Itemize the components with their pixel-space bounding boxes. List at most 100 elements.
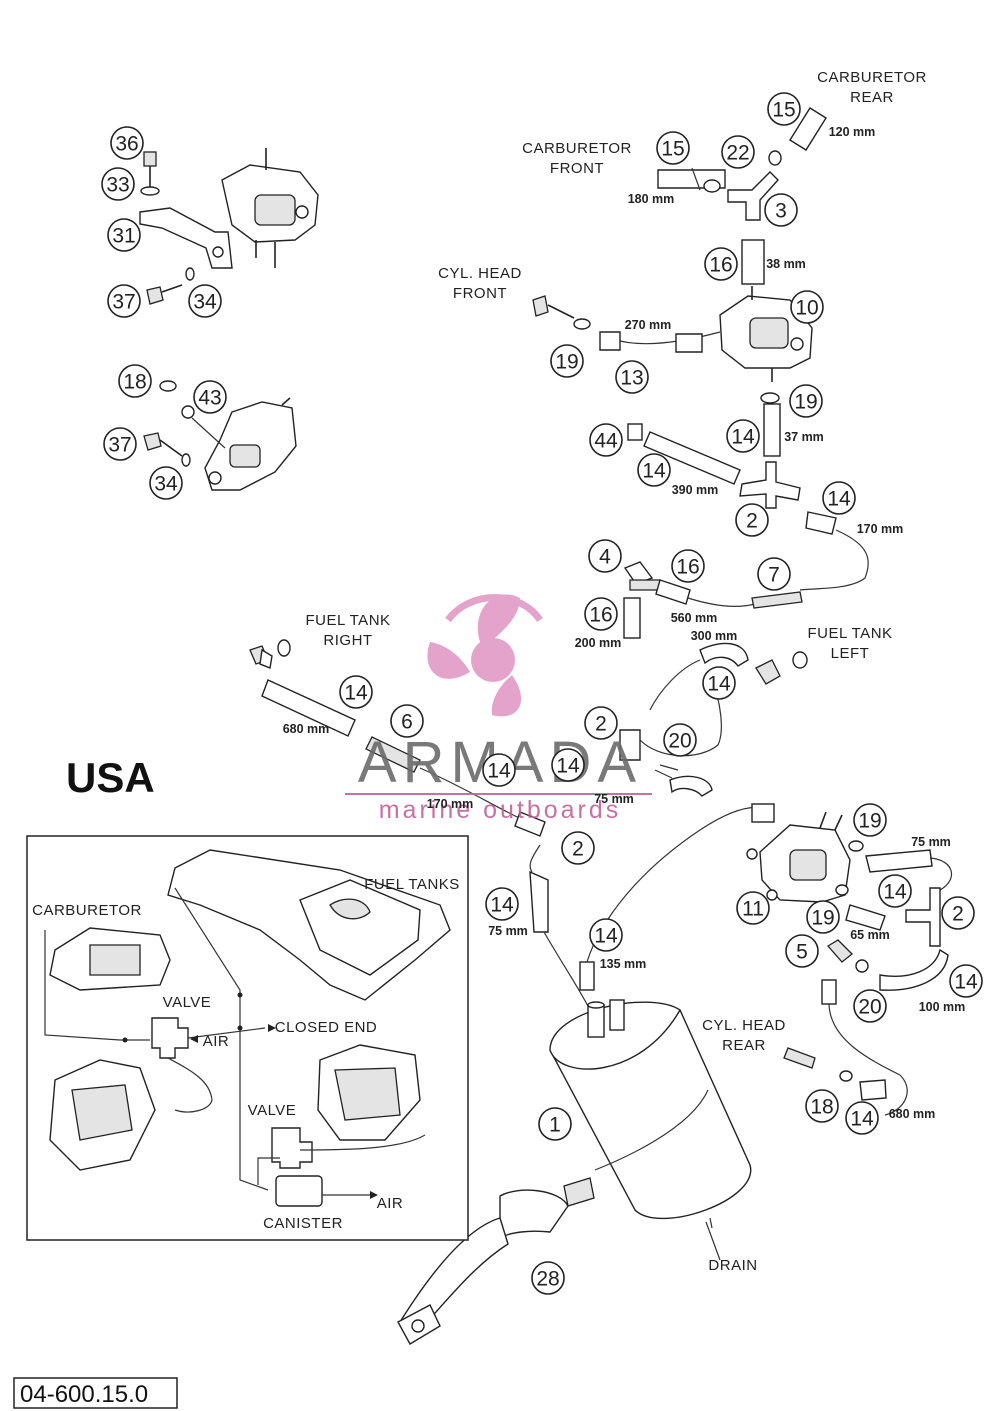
dimension-label: 180 mm	[628, 192, 675, 206]
inset-closed-end: CLOSED END	[275, 1019, 378, 1036]
svg-text:14: 14	[556, 755, 580, 778]
cyl-head-front-fitting	[532, 295, 721, 353]
svg-text:2: 2	[572, 838, 584, 861]
svg-text:44: 44	[594, 430, 618, 453]
part-callout-36: 36	[110, 126, 144, 160]
label-fuel-tank-right-2: RIGHT	[323, 632, 372, 649]
svg-text:14: 14	[707, 673, 731, 696]
part-callout-2: 2	[584, 706, 618, 740]
label-cyl-head-front-1: CYL. HEAD	[438, 265, 522, 282]
svg-text:2: 2	[595, 713, 607, 736]
part-callout-3: 3	[764, 193, 798, 227]
schematic-inset	[26, 835, 469, 1241]
svg-text:16: 16	[589, 604, 612, 627]
label-cyl-head-front-2: FRONT	[453, 285, 507, 302]
svg-text:19: 19	[794, 391, 817, 414]
dimension-label: 390 mm	[672, 483, 719, 497]
dimension-label: 120 mm	[829, 125, 876, 139]
drawing-code-box	[13, 1377, 178, 1409]
svg-text:19: 19	[555, 351, 578, 374]
svg-text:14: 14	[827, 488, 851, 511]
dimension-label: 680 mm	[283, 722, 330, 736]
svg-text:1: 1	[549, 1114, 561, 1137]
label-drain: DRAIN	[708, 1257, 757, 1274]
inset-valve-top: VALVE	[163, 994, 212, 1011]
part-callout-14: 14	[482, 753, 516, 787]
svg-text:14: 14	[490, 894, 514, 917]
part-callout-14: 14	[822, 481, 856, 515]
part-callout-18: 18	[805, 1089, 839, 1123]
label-cyl-head-rear-2: REAR	[722, 1037, 766, 1054]
svg-text:15: 15	[772, 99, 795, 122]
part-callout-28: 28	[531, 1261, 565, 1295]
inset-valve-bottom: VALVE	[248, 1102, 297, 1119]
svg-text:37: 37	[112, 291, 135, 314]
svg-text:36: 36	[115, 133, 138, 156]
svg-text:34: 34	[154, 473, 178, 496]
svg-text:14: 14	[954, 971, 978, 994]
part-callout-14: 14	[485, 887, 519, 921]
svg-text:33: 33	[106, 174, 129, 197]
dimension-label: 75 mm	[911, 835, 951, 849]
svg-text:18: 18	[123, 371, 146, 394]
part-callout-33: 33	[101, 167, 135, 201]
label-fuel-tank-left-1: FUEL TANK	[807, 625, 892, 642]
svg-text:22: 22	[726, 142, 749, 165]
dimension-label: 37 mm	[784, 430, 824, 444]
dimension-label: 560 mm	[671, 611, 718, 625]
carburetor-connectors	[657, 107, 827, 285]
part-callout-19: 19	[550, 344, 584, 378]
svg-text:7: 7	[768, 564, 780, 587]
part-callout-7: 7	[757, 557, 791, 591]
dimension-label: 270 mm	[625, 318, 672, 332]
part-callout-2: 2	[941, 896, 975, 930]
dimension-label: 200 mm	[575, 636, 622, 650]
svg-text:37: 37	[108, 434, 131, 457]
region-label: USA	[66, 754, 155, 801]
label-carb-rear-1: CARBURETOR	[817, 69, 927, 86]
valve-mount-detail-bottom	[143, 380, 297, 491]
label-carb-rear-2: REAR	[850, 89, 894, 106]
dimension-label: 100 mm	[919, 1000, 966, 1014]
inset-carburetor: CARBURETOR	[32, 902, 142, 919]
svg-text:14: 14	[344, 682, 368, 705]
svg-text:34: 34	[193, 291, 217, 314]
dimension-label: 135 mm	[600, 957, 647, 971]
part-callout-14: 14	[551, 748, 585, 782]
svg-text:5: 5	[796, 941, 808, 964]
part-callout-16: 16	[671, 549, 705, 583]
part-callout-14: 14	[878, 874, 912, 908]
canister-1	[549, 999, 752, 1261]
dimension-label: 38 mm	[766, 257, 806, 271]
fuel-tank-right-fitting	[249, 639, 546, 837]
part-callout-14: 14	[589, 918, 623, 952]
svg-text:13: 13	[620, 367, 643, 390]
label-fuel-tank-left-2: LEFT	[831, 645, 870, 662]
dimension-label: 300 mm	[691, 629, 738, 643]
dimension-label: 680 mm	[889, 1107, 936, 1121]
part-callout-15: 15	[767, 92, 801, 126]
part-callout-2: 2	[735, 503, 769, 537]
dimension-label: 75 mm	[594, 792, 634, 806]
svg-text:28: 28	[536, 1268, 559, 1291]
label-fuel-tank-right-1: FUEL TANK	[305, 612, 390, 629]
valve-11	[746, 811, 953, 1116]
svg-text:2: 2	[952, 903, 964, 926]
tee-fitting-assembly	[623, 392, 869, 639]
part-callout-44: 44	[589, 423, 623, 457]
svg-text:19: 19	[858, 810, 881, 833]
inset-labels: FUEL TANKS CARBURETOR VALVE AIR CLOSED E…	[32, 876, 459, 1232]
svg-text:15: 15	[661, 138, 684, 161]
svg-text:11: 11	[742, 898, 764, 921]
svg-text:18: 18	[810, 1096, 833, 1119]
svg-text:4: 4	[599, 546, 611, 569]
watermark-tagline: marine outboards	[379, 796, 622, 824]
part-callout-14: 14	[339, 675, 373, 709]
inset-air-top: AIR	[203, 1033, 230, 1050]
drawing-code: 04-600.15.0	[20, 1381, 148, 1408]
svg-text:20: 20	[858, 996, 881, 1019]
labels: CARBURETOR REAR CARBURETOR FRONT CYL. HE…	[305, 69, 926, 1274]
